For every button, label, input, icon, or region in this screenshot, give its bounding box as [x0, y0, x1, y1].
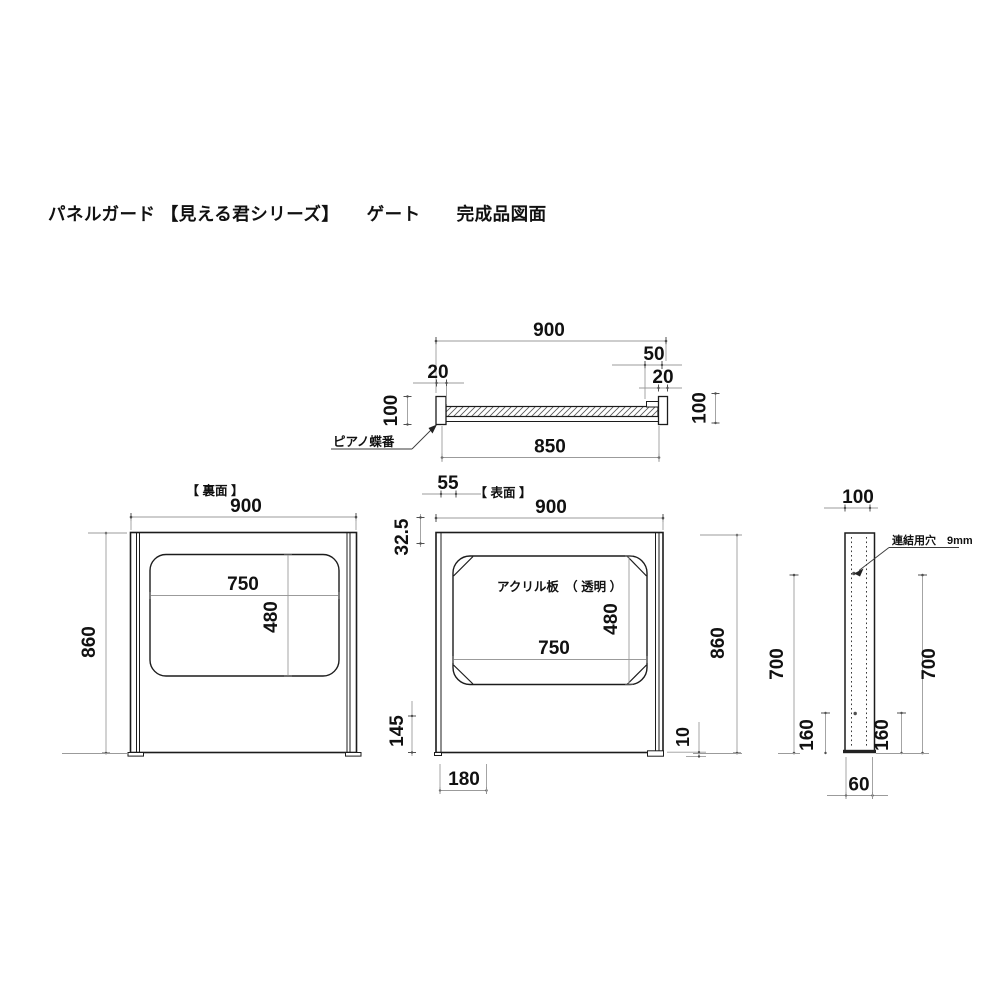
piano-hinge-label: ピアノ蝶番 — [333, 434, 395, 449]
dim-label: 700 — [767, 648, 788, 680]
left-end-cap — [435, 395, 447, 426]
dim-front-32-5: 32.5 — [392, 514, 425, 555]
dim-label: 860 — [708, 627, 729, 659]
back-view: 【 裏面 】 900 750 — [62, 483, 362, 757]
dim-side-100: 100 — [824, 487, 878, 512]
dim-label: 900 — [535, 497, 567, 518]
panel-section-hatched — [445, 405, 659, 418]
leader-arrowhead — [854, 568, 864, 577]
dim-label: 55 — [437, 473, 459, 494]
dim-front-55: 55 — [422, 473, 481, 498]
connection-hole — [853, 711, 857, 716]
dim-label: 860 — [79, 626, 100, 658]
dim-label: 50 — [643, 344, 664, 365]
dim-label: 20 — [427, 362, 448, 383]
dim-label: 100 — [381, 395, 402, 427]
dim-label: 100 — [842, 487, 874, 508]
dim-label: 160 — [872, 719, 893, 751]
window-opening — [149, 553, 340, 677]
dim-label: 480 — [261, 601, 282, 633]
back-view-label: 【 裏面 】 — [187, 483, 244, 498]
dim-side-60: 60 — [827, 757, 888, 799]
dim-top-900: 900 — [434, 320, 668, 393]
dim-label: 60 — [848, 775, 869, 796]
top-view-drawing — [435, 395, 669, 426]
dim-label: 160 — [797, 719, 818, 751]
front-panel-drawing — [434, 531, 664, 757]
side-view: 100 連結用穴 9mm 700 — [767, 487, 973, 799]
dim-label: 32.5 — [392, 518, 413, 555]
page-title: パネルガード 【見える君シリーズ】 ゲート 完成品図面 — [48, 204, 547, 224]
dim-back-750: 750 — [149, 574, 340, 599]
dim-top-850: 850 — [440, 426, 661, 462]
connection-hole-callout: 連結用穴 9mm — [854, 533, 973, 577]
base-foot — [843, 749, 876, 754]
dim-label: 900 — [533, 320, 565, 341]
hinge-edge-foot — [434, 752, 442, 756]
dim-top-20-left: 20 — [413, 362, 464, 404]
hinge-step — [646, 401, 660, 408]
dim-front-480: 480 — [601, 555, 633, 685]
dim-back-900: 900 — [129, 496, 358, 530]
dim-label: 100 — [690, 392, 711, 424]
top-view: 900 50 20 20 — [331, 320, 720, 462]
dim-label: 750 — [227, 574, 259, 595]
dim-side-700-right: 700 — [876, 573, 940, 755]
dim-label: 900 — [230, 496, 262, 517]
dim-back-480: 480 — [261, 554, 292, 677]
dim-back-860: 860 — [62, 531, 127, 755]
dim-side-160-right: 160 — [872, 711, 906, 755]
dim-front-900: 900 — [434, 497, 665, 530]
front-view-label: 【 表面 】 — [475, 485, 532, 500]
dim-label: 20 — [652, 367, 673, 388]
acrylic-plate-label: アクリル板 （ 透明 ） — [497, 579, 622, 594]
back-panel-drawing — [127, 531, 362, 757]
connection-hole-label: 連結用穴 9mm — [892, 533, 973, 547]
right-end-cap — [657, 395, 669, 426]
connection-hole — [852, 571, 856, 576]
dim-front-750: 750 — [452, 638, 648, 663]
dim-top-20-right: 20 — [639, 367, 682, 392]
dim-label: 700 — [919, 648, 940, 680]
dim-front-860: 860 — [693, 533, 742, 755]
dim-label: 480 — [601, 603, 622, 635]
dim-front-145: 145 — [387, 701, 416, 756]
front-view: 【 表面 】 55 900 32.5 — [387, 473, 742, 794]
dim-top-100-right: 100 — [690, 392, 720, 425]
window-opening — [452, 555, 648, 686]
dim-label: 145 — [387, 715, 408, 747]
dim-top-100-left: 100 — [381, 395, 412, 427]
piano-hinge-callout: ピアノ蝶番 — [331, 424, 437, 450]
dim-side-700-left: 700 — [767, 573, 800, 755]
dim-front-180: 180 — [438, 764, 488, 794]
right-post-foot — [647, 750, 664, 757]
dim-label: 850 — [534, 437, 566, 458]
dim-label: 750 — [538, 638, 570, 659]
dim-label: 10 — [673, 727, 693, 747]
dim-label: 180 — [448, 769, 480, 790]
dim-top-50: 50 — [612, 344, 682, 399]
dim-side-160-left: 160 — [797, 711, 830, 755]
dim-front-10: 10 — [667, 722, 706, 758]
left-post-foot — [127, 752, 144, 757]
leader-arrowhead — [428, 424, 437, 434]
right-post-foot — [345, 752, 362, 757]
